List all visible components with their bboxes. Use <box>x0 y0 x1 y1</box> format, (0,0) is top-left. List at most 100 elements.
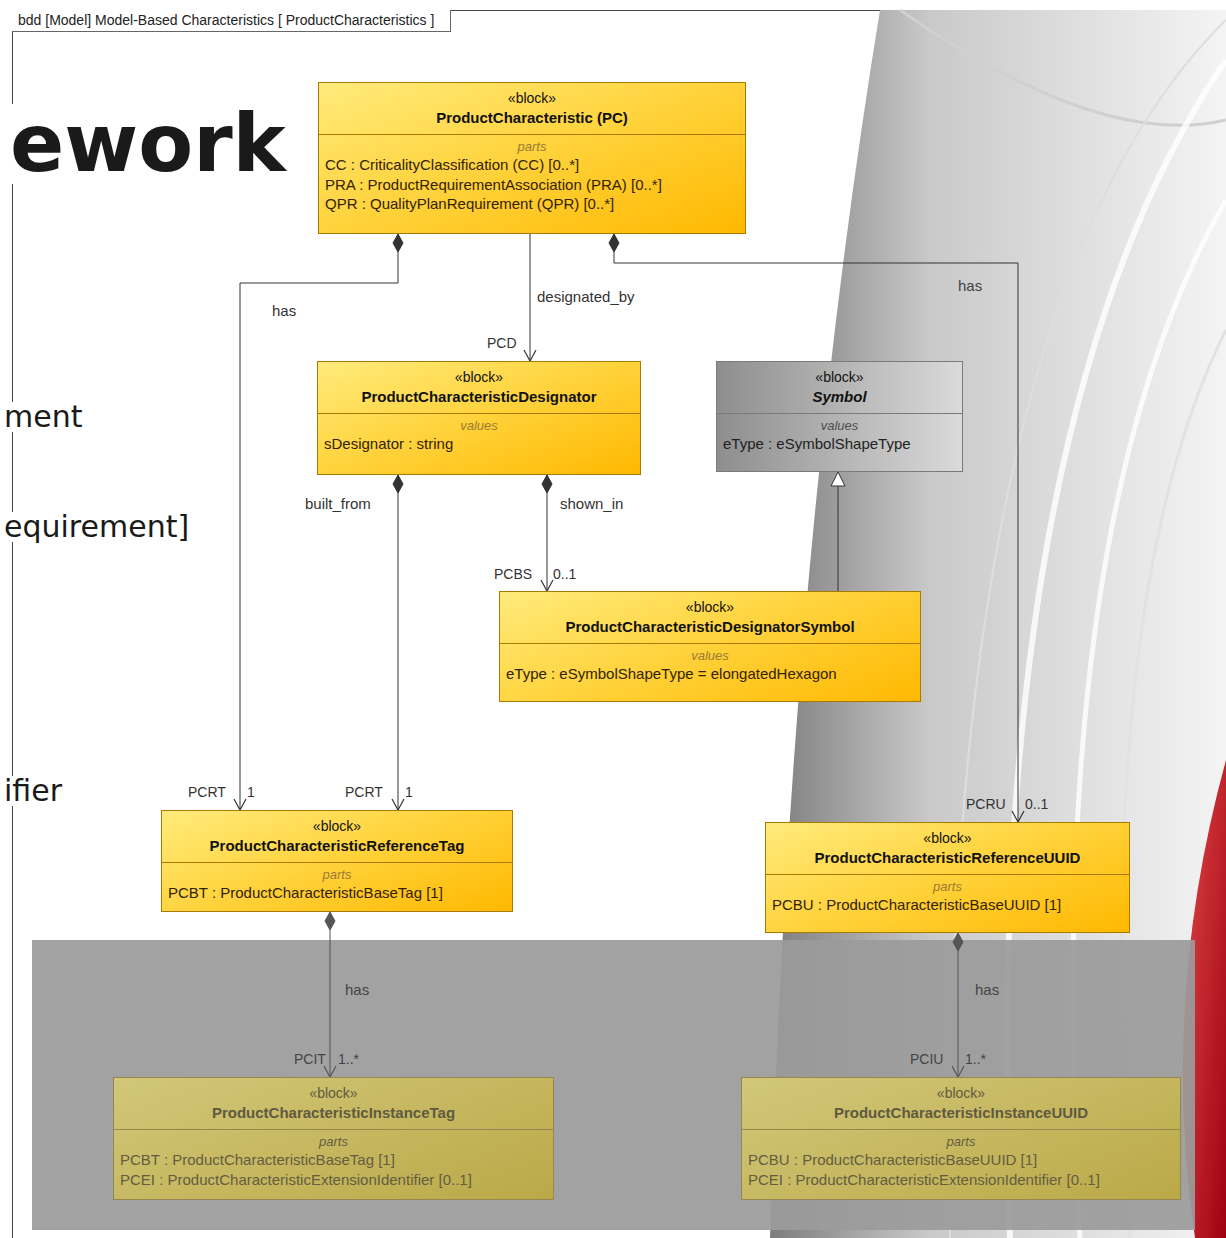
multiplicity-label: 1..* <box>965 1051 986 1067</box>
block-name: ProductCharacteristic (PC) <box>436 109 628 126</box>
association-connector <box>234 234 403 810</box>
multiplicity-label: PCD <box>487 335 517 351</box>
association-connector <box>952 933 964 1077</box>
text-row: QPR : QualityPlanRequirement (QPR) [0..*… <box>325 194 739 214</box>
stereotype: «block» <box>923 830 971 846</box>
multiplicity-label: PCBS <box>494 566 532 582</box>
part-property: PCBU : ProductCharacteristicBaseUUID [1] <box>748 1151 1037 1168</box>
text-row: «block» <box>120 1084 547 1103</box>
frame-border <box>12 10 13 1238</box>
block-compartment: partsPCBT : ProductCharacteristicBaseTag… <box>162 862 512 907</box>
slide-text: ework <box>8 104 288 184</box>
composition-diamond <box>325 912 335 930</box>
text-row: «block» <box>324 368 634 387</box>
compartment-label: values <box>691 648 729 663</box>
block-compartment: valuessDesignator : string <box>318 413 640 458</box>
edge-label: has <box>345 981 369 998</box>
edge-label: has <box>272 302 296 319</box>
text-row: ProductCharacteristicReferenceUUID <box>772 848 1123 868</box>
text-row: PCBU : ProductCharacteristicBaseUUID [1] <box>772 895 1123 915</box>
multiplicity-label: PCRT <box>188 784 226 800</box>
block-name: ProductCharacteristicDesignatorSymbol <box>565 618 854 635</box>
arrow-head <box>392 799 404 810</box>
part-property: PRA : ProductRequirementAssociation (PRA… <box>325 176 662 193</box>
multiplicity-label: 0..1 <box>1025 796 1048 812</box>
stereotype: «block» <box>455 369 503 385</box>
text-row: ProductCharacteristicReferenceTag <box>168 836 506 856</box>
text-row: PCBT : ProductCharacteristicBaseTag [1] <box>168 883 506 903</box>
composition-diamond <box>393 475 403 493</box>
block-header: «block»Symbol <box>717 362 962 413</box>
block-name: ProductCharacteristicReferenceUUID <box>815 849 1081 866</box>
block-box: «block»SymbolvalueseType : eSymbolShapeT… <box>716 361 963 472</box>
part-property: PCEI : ProductCharacteristicExtensionIde… <box>748 1171 1100 1188</box>
connector-line <box>330 912 331 1077</box>
multiplicity-label: PCRT <box>345 784 383 800</box>
compartment-label: values <box>460 418 498 433</box>
arrow-head <box>1012 811 1024 822</box>
block-name: ProductCharacteristicReferenceTag <box>210 837 465 854</box>
stereotype: «block» <box>937 1085 985 1101</box>
connector-line <box>838 486 839 591</box>
block-compartment: partsPCBU : ProductCharacteristicBaseUUI… <box>742 1129 1180 1193</box>
slide-text: ment <box>2 402 84 432</box>
connector-line <box>614 234 1018 822</box>
part-property: PCBU : ProductCharacteristicBaseUUID [1] <box>772 896 1061 913</box>
block-name: ProductCharacteristicDesignator <box>361 388 596 405</box>
text-row: ProductCharacteristic (PC) <box>325 108 739 128</box>
text-row: ProductCharacteristicInstanceUUID <box>748 1103 1174 1123</box>
text-row: values <box>506 647 914 664</box>
part-property: PCEI : ProductCharacteristicExtensionIde… <box>120 1171 472 1188</box>
composition-diamond <box>953 933 963 951</box>
text-row: parts <box>120 1133 547 1150</box>
block-compartment: partsPCBT : ProductCharacteristicBaseTag… <box>114 1129 553 1193</box>
association-connector <box>609 234 1024 822</box>
text-row: «block» <box>723 368 956 387</box>
edge-label: has <box>975 981 999 998</box>
text-row: values <box>723 417 956 434</box>
text-row: PRA : ProductRequirementAssociation (PRA… <box>325 175 739 195</box>
block-header: «block» ProductCharacteristicInstanceUUID <box>742 1078 1180 1129</box>
block-header: «block» ProductCharacteristicReferenceUUI… <box>766 823 1129 874</box>
edge-label: shown_in <box>560 495 623 512</box>
stereotype: «block» <box>508 90 556 106</box>
frame-title: bdd [Model] Model-Based Characteristics … <box>12 10 451 32</box>
text-row: parts <box>772 878 1123 895</box>
part-property: eType : eSymbolShapeType = elongatedHexa… <box>506 665 837 682</box>
slide-text: ifier <box>2 776 64 806</box>
text-row: values <box>324 417 634 434</box>
association-connector <box>524 234 536 361</box>
text-row: ProductCharacteristicDesignatorSymbol <box>506 617 914 637</box>
block-box: «block» ProductCharacteristic (PC) partsCC… <box>318 82 746 234</box>
part-property: CC : CriticalityClassification (CC) [0..… <box>325 156 579 173</box>
part-property: PCBT : ProductCharacteristicBaseTag [1] <box>168 884 443 901</box>
multiplicity-label: 1 <box>247 784 255 800</box>
text-row: «block» <box>506 598 914 617</box>
block-header: «block»ProductCharacteristicInstanceTag <box>114 1078 553 1129</box>
block-compartment: partsPCBU : ProductCharacteristicBaseUUI… <box>766 874 1129 919</box>
block-header: «block» ProductCharacteristicDesignatorSy… <box>500 592 920 643</box>
block-compartment: valueseType : eSymbolShapeType <box>717 413 962 458</box>
stereotype: «block» <box>686 599 734 615</box>
compartment-label: parts <box>518 139 547 154</box>
compartment-label: values <box>821 418 859 433</box>
block-box: «block» ProductCharacteristicDesignator va… <box>317 361 641 475</box>
composition-diamond <box>542 475 552 493</box>
generalization-triangle <box>831 472 845 486</box>
arrow-head <box>541 580 553 591</box>
text-row: parts <box>168 866 506 883</box>
stereotype: «block» <box>313 818 361 834</box>
multiplicity-label: PCRU <box>966 796 1006 812</box>
block-box: «block» ProductCharacteristicReferenceUUI… <box>765 822 1130 933</box>
text-row: PCBT : ProductCharacteristicBaseTag [1] <box>120 1150 547 1170</box>
text-row: PCEI : ProductCharacteristicExtensionIde… <box>748 1170 1174 1190</box>
connector-line <box>240 234 398 810</box>
text-row: PCBU : ProductCharacteristicBaseUUID [1] <box>748 1150 1174 1170</box>
text-row: eType : eSymbolShapeType = elongatedHexa… <box>506 664 914 684</box>
text-row: CC : CriticalityClassification (CC) [0..… <box>325 155 739 175</box>
block-compartment: values eType : eSymbolShapeType = elongat… <box>500 643 920 688</box>
composition-diamond <box>609 234 619 252</box>
part-property: QPR : QualityPlanRequirement (QPR) [0..*… <box>325 195 614 212</box>
text-row: ProductCharacteristicInstanceTag <box>120 1103 547 1123</box>
